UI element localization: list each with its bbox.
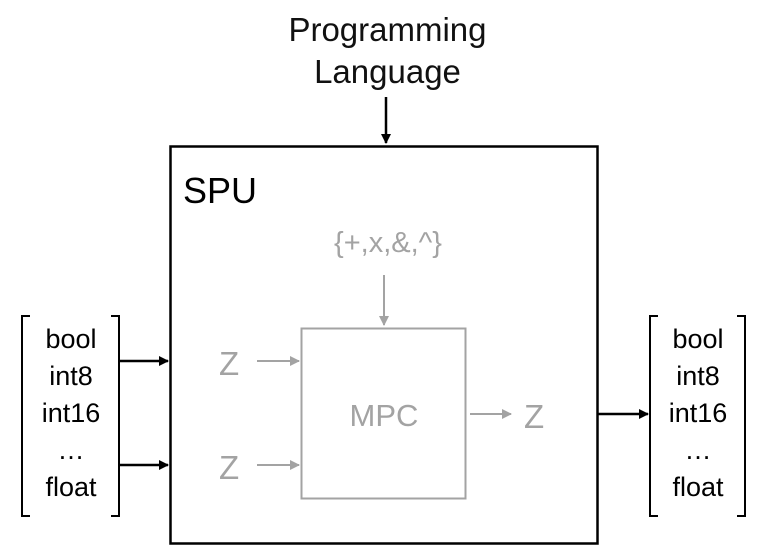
spu-box [169,145,599,545]
output-type-float: float [672,472,724,502]
input-bracket-right [111,315,120,517]
programming-label-line1: Programming [288,11,487,48]
input-type-int8: int8 [49,361,93,391]
input-type-int16: int16 [41,398,101,428]
z-output: Z [524,398,545,435]
input-type-list: bool int8 int16 … float [24,321,118,506]
z-input-bottom: Z [219,449,240,486]
input-type-float: float [45,472,97,502]
input-bracket-left [21,315,30,517]
input-type-bool: bool [45,324,97,354]
mpc-label: MPC [349,398,419,433]
output-type-ellipsis: … [684,435,712,465]
output-bracket-left [649,315,658,517]
input-type-ellipsis: … [57,435,85,465]
output-type-int16: int16 [668,398,728,428]
ops-set-label: {+,x,&,^} [334,227,442,259]
output-type-int8: int8 [676,361,720,391]
output-type-list: bool int8 int16 … float [652,321,744,506]
z-input-top: Z [219,345,240,382]
programming-label-line2: Language [314,53,461,90]
output-type-bool: bool [672,324,724,354]
mpc-box [300,327,467,500]
output-bracket-right [737,315,746,517]
spu-title: SPU [183,170,258,211]
